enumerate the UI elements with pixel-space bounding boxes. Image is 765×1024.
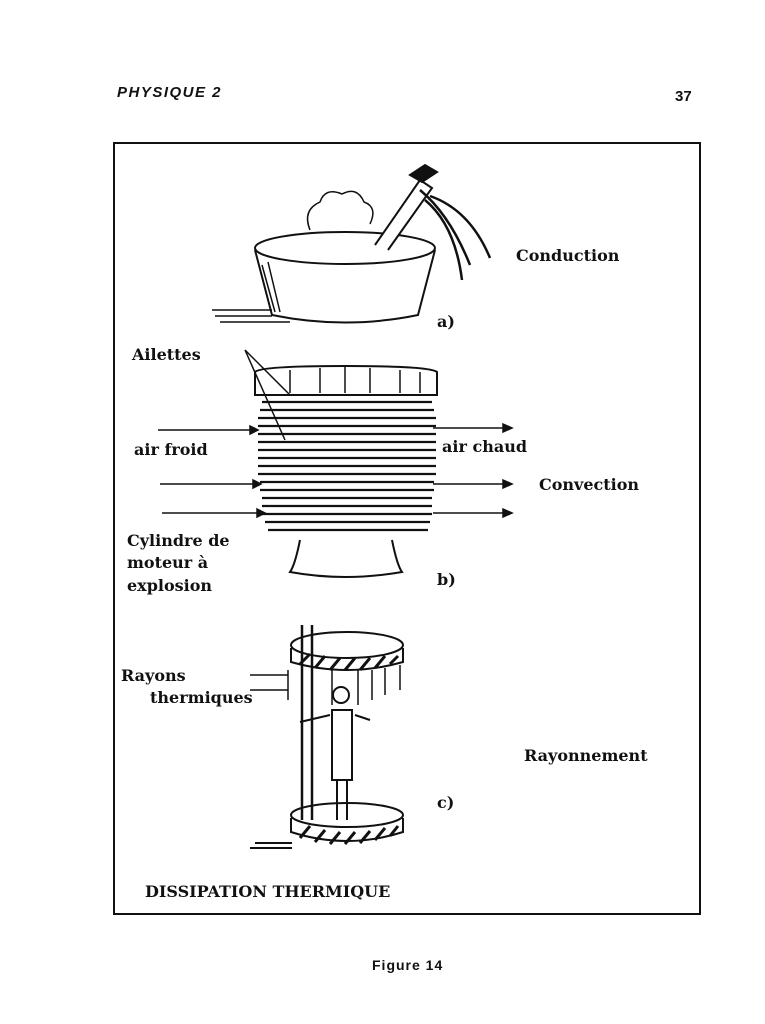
hot-air-label: air chaud xyxy=(442,437,528,456)
page-number: 37 xyxy=(675,88,692,105)
engine-cylinder-drawing xyxy=(244,349,438,578)
figure-title: DISSIPATION THERMIQUE xyxy=(145,882,391,901)
cold-air-label: air froid xyxy=(134,440,208,459)
rays-label-line1: Rayons xyxy=(121,666,186,685)
rays-label-line2: thermiques xyxy=(150,688,253,707)
conduction-label: Conduction xyxy=(516,246,620,265)
bowl-conduction-drawing xyxy=(212,163,492,324)
running-header: PHYSIQUE 2 xyxy=(117,84,223,101)
panel-b-letter: b) xyxy=(437,570,456,589)
panel-a-letter: a) xyxy=(437,312,455,331)
convection-label: Convection xyxy=(539,475,640,494)
cylinder-label-line1: Cylindre de xyxy=(127,531,230,550)
cylinder-label-line2: moteur à xyxy=(127,553,209,572)
cylinder-label-line3: explosion xyxy=(127,576,213,595)
air-flow-arrows xyxy=(158,422,514,519)
fins-label: Ailettes xyxy=(132,345,201,364)
radiant-heater-drawing xyxy=(250,625,404,849)
figure-caption: Figure 14 xyxy=(372,957,444,973)
radiation-label: Rayonnement xyxy=(524,746,648,765)
figure-frame xyxy=(113,142,701,915)
panel-c-letter: c) xyxy=(437,793,455,812)
